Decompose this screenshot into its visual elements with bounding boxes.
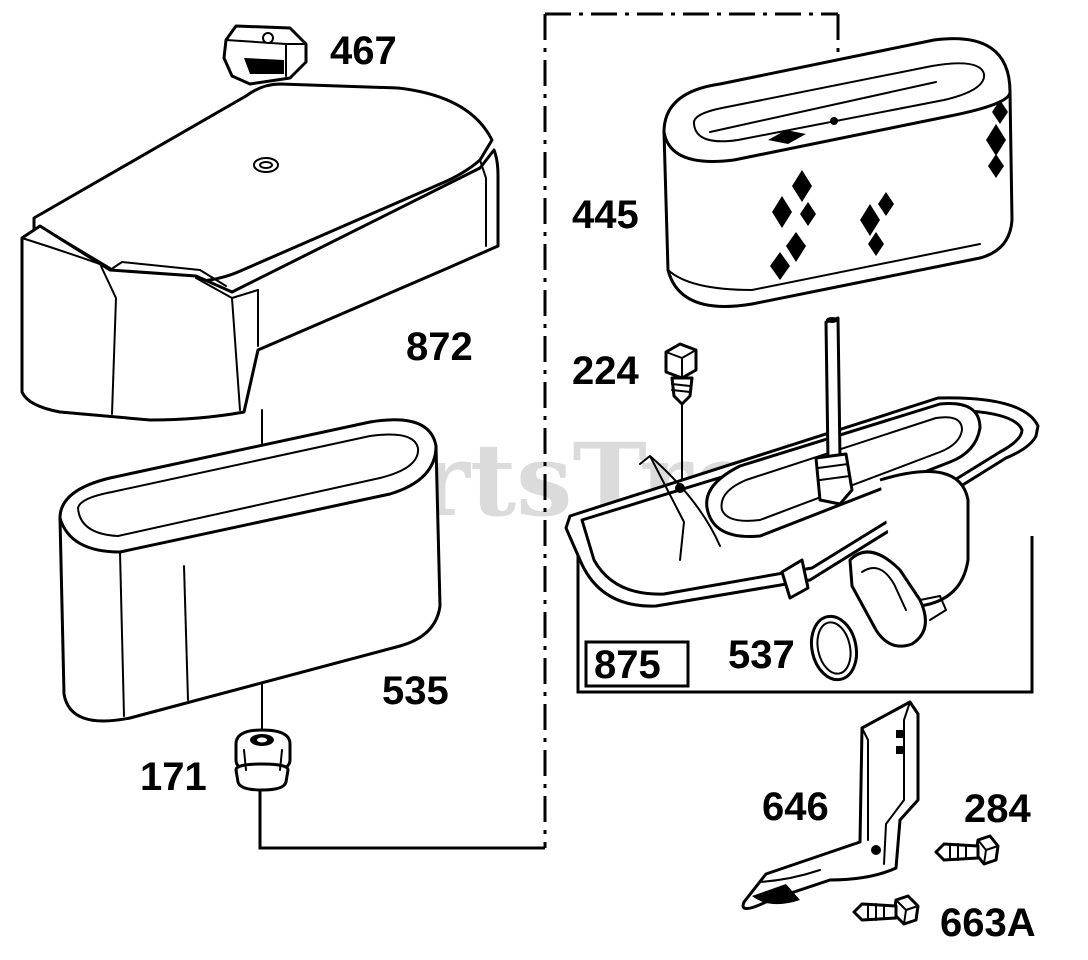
- part-label-467[interactable]: 467: [330, 29, 397, 73]
- part-label-663A[interactable]: 663A: [940, 901, 1036, 945]
- kit-875-label-box: [584, 640, 690, 688]
- part-label-171[interactable]: 171: [140, 755, 207, 799]
- grommet-leader: [258, 790, 545, 850]
- precleaner-535: [58, 418, 442, 723]
- part-label-535[interactable]: 535: [382, 669, 449, 713]
- filter-445: [662, 37, 1014, 308]
- kit-875-frame: [576, 524, 1034, 694]
- cover-872: [20, 82, 500, 422]
- knob-467: [222, 24, 308, 86]
- part-label-875[interactable]: 875: [594, 643, 661, 687]
- part-label-445[interactable]: 445: [572, 193, 639, 237]
- screw-224: [664, 342, 698, 406]
- part-labels: 467 872 535 171 445 224 875 537 646 284 …: [140, 29, 1036, 945]
- screw-284: [934, 834, 1000, 866]
- part-label-872[interactable]: 872: [406, 325, 473, 369]
- part-label-224[interactable]: 224: [572, 349, 639, 393]
- part-label-537[interactable]: 537: [728, 633, 795, 677]
- grommet-171: [234, 728, 292, 792]
- part-label-646[interactable]: 646: [762, 785, 829, 829]
- part-label-284[interactable]: 284: [964, 787, 1031, 831]
- base-537: [564, 316, 1040, 682]
- screw-663A: [852, 894, 920, 926]
- bracket-646: [741, 700, 920, 910]
